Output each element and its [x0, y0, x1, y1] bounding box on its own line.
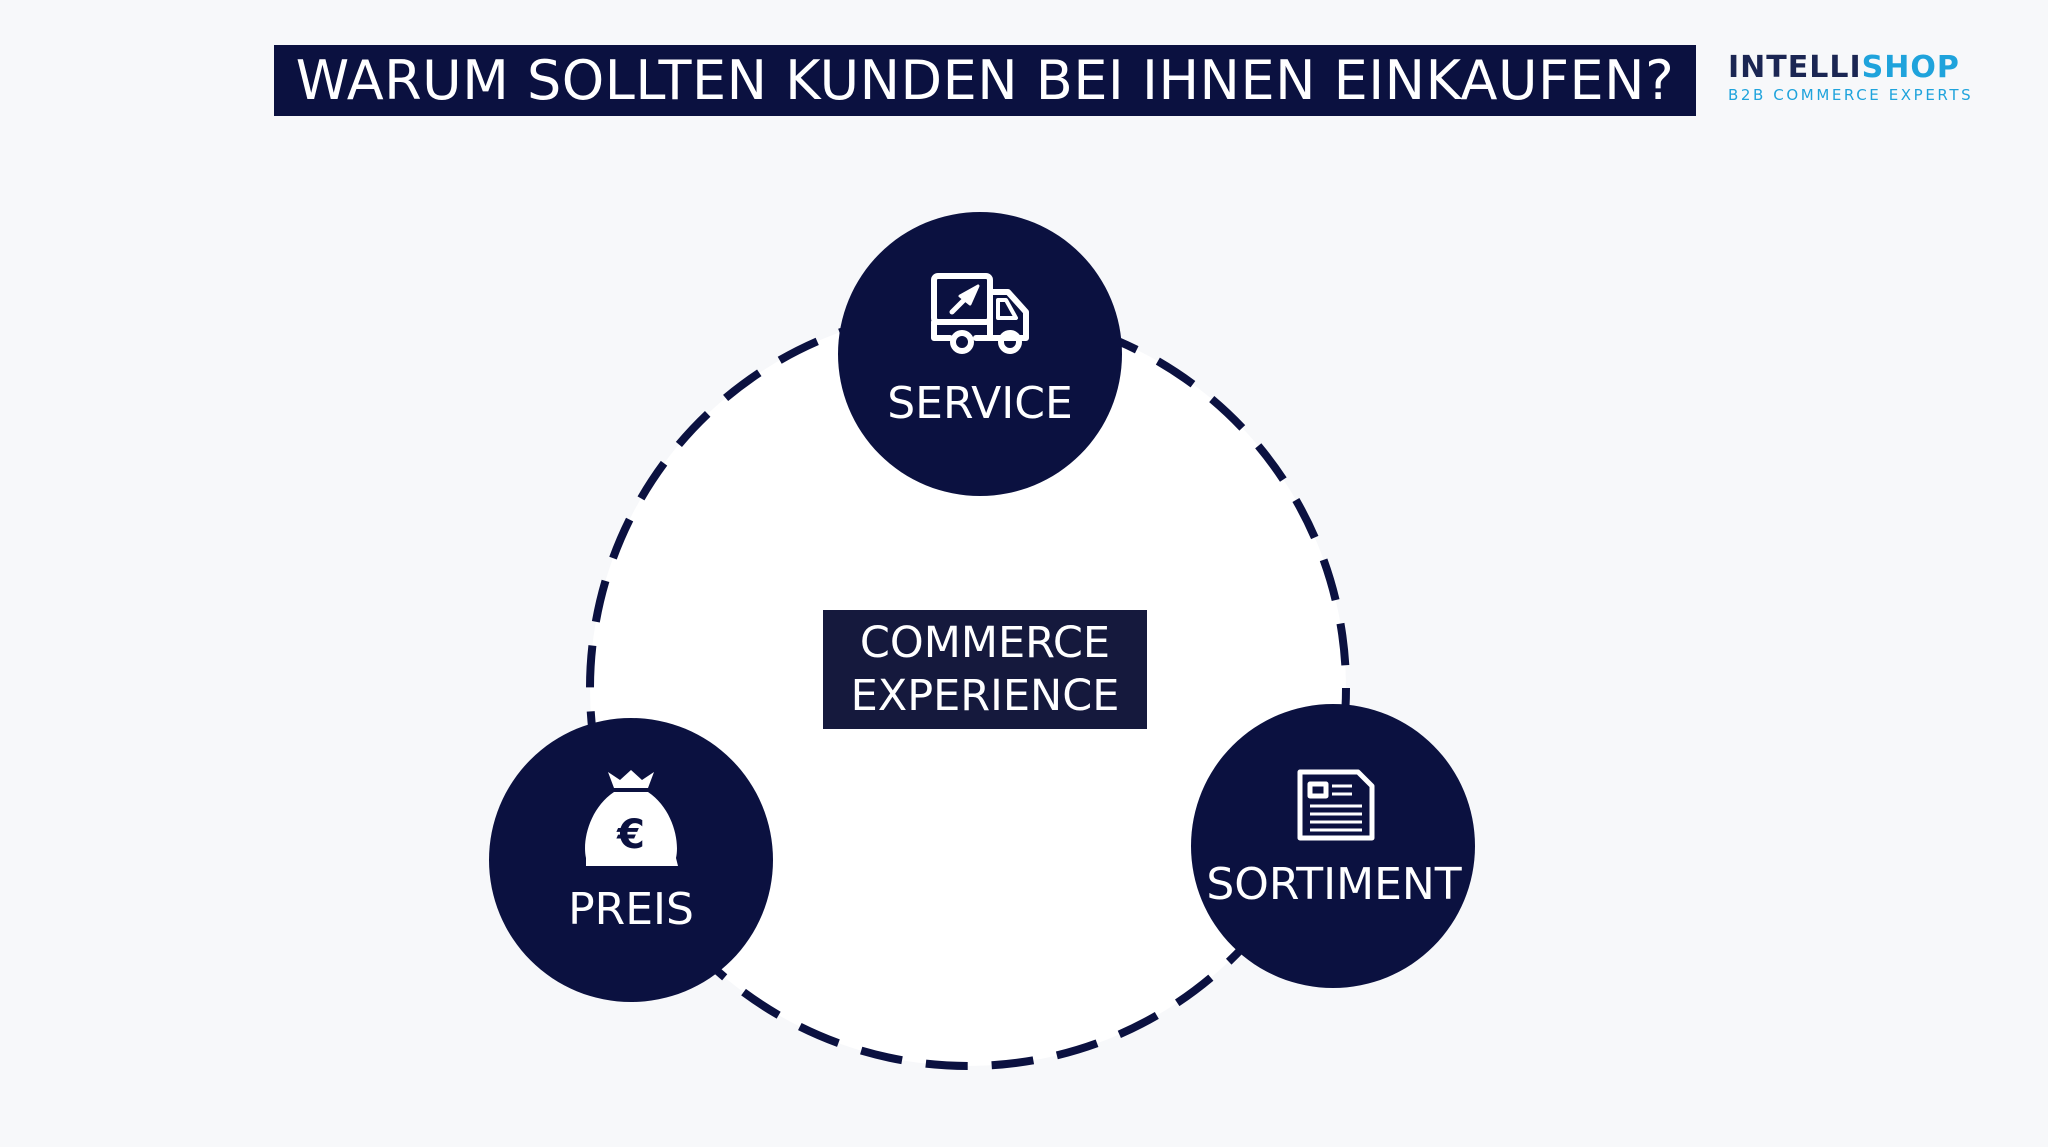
node-sortiment: SORTIMENT: [1191, 704, 1475, 988]
svg-text:€: €: [616, 812, 645, 858]
node-service: SERVICE: [838, 212, 1122, 496]
intellishop-logo: INTELLISHOP B2B COMMERCE EXPERTS: [1728, 50, 1978, 104]
logo-tagline: B2B COMMERCE EXPERTS: [1728, 86, 1974, 104]
logo-name-part2: SHOP: [1861, 50, 1960, 85]
node-preis-label: PREIS: [568, 884, 694, 935]
money-bag-euro-icon: €: [585, 770, 678, 866]
page-title: WARUM SOLLTEN KUNDEN BEI IHNEN EINKAUFEN…: [295, 49, 1675, 112]
node-sortiment-label: SORTIMENT: [1206, 859, 1461, 910]
catalog-document-icon: [1297, 769, 1375, 841]
logo-name-part1: INTELLI: [1728, 50, 1862, 85]
node-service-circle: [838, 212, 1122, 496]
node-sortiment-circle: [1191, 704, 1475, 988]
center-label-line1: COMMERCE: [859, 617, 1111, 668]
dashed-cycle-ring: [586, 306, 1350, 1070]
title-bar: WARUM SOLLTEN KUNDEN BEI IHNEN EINKAUFEN…: [274, 45, 1696, 116]
center-label-line2: EXPERIENCE: [850, 670, 1120, 721]
node-preis: € PREIS: [489, 718, 773, 1002]
center-label-box: COMMERCE EXPERIENCE: [823, 610, 1147, 729]
node-service-label: SERVICE: [887, 378, 1073, 429]
delivery-truck-rocket-icon: [931, 273, 1029, 354]
